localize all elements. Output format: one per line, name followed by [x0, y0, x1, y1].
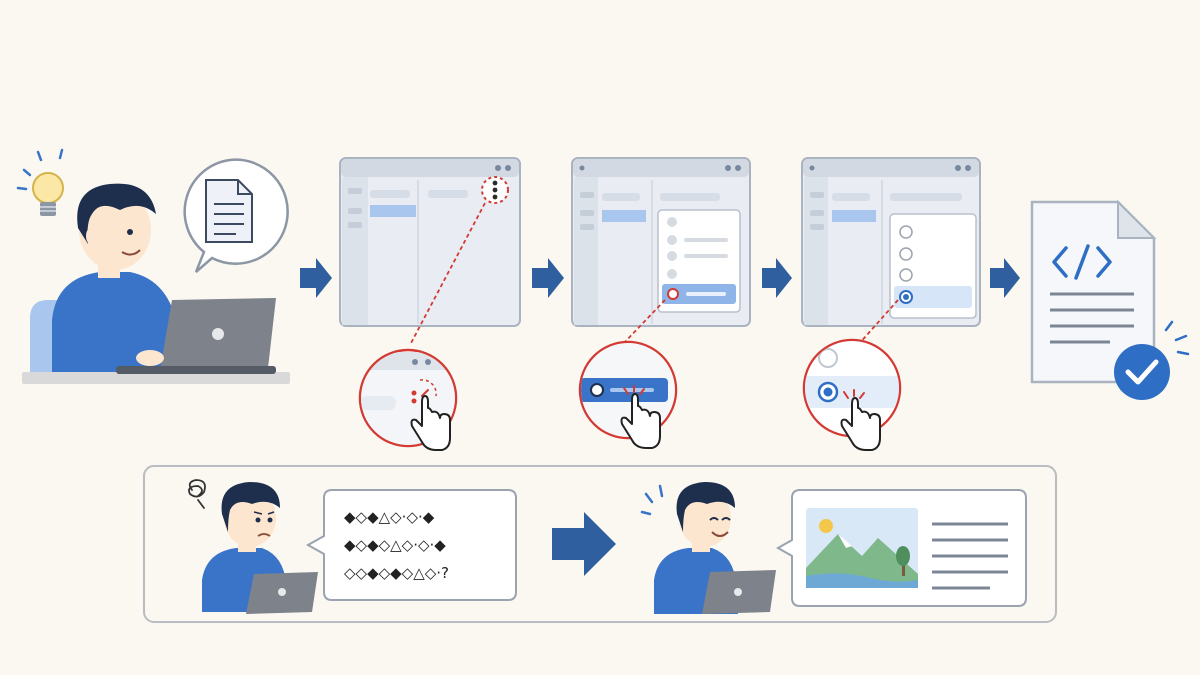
zoom-lens-2 — [578, 340, 678, 449]
happy-user — [640, 482, 776, 614]
garbled-speech-bubble: ◆◇◆△◇·◇·◆ ◆◇◆◇△◇·◇·◆ ◇◇◆◇◆◇△◇·? — [305, 489, 517, 601]
clear-speech-bubble — [775, 489, 1027, 607]
garbled-line-1: ◆◇◆△◇·◇·◆ — [344, 508, 435, 526]
hand-pointer-icon — [840, 397, 881, 451]
radio-option-3[interactable] — [899, 268, 913, 282]
laptop — [116, 298, 276, 374]
transform-arrow — [552, 512, 616, 576]
document-icon — [205, 179, 253, 243]
step-1-window — [339, 157, 521, 327]
flow-arrow-4 — [990, 258, 1020, 298]
thought-bubble — [183, 158, 289, 273]
radio-option-1[interactable] — [899, 225, 913, 239]
zoom-connector-3 — [857, 299, 899, 346]
hand-pointer-icon — [620, 393, 661, 449]
step-2-window — [571, 157, 751, 327]
radio-option-2[interactable] — [899, 247, 913, 261]
user-with-idea — [16, 148, 290, 384]
person-body — [52, 272, 180, 372]
check-circle-icon — [1114, 320, 1190, 400]
lightbulb-icon — [16, 148, 64, 216]
step-3-window — [801, 157, 981, 327]
scribble-icon — [188, 479, 206, 509]
flow-arrow-1 — [300, 258, 332, 298]
zoom-connector-2 — [621, 299, 666, 346]
hand-pointer-icon — [410, 395, 451, 451]
landscape-image-icon — [806, 508, 918, 588]
flow-arrow-3 — [762, 258, 792, 298]
options-panel — [889, 213, 977, 319]
zoom-lens-3 — [802, 338, 902, 451]
desk — [22, 372, 290, 384]
hair — [77, 183, 156, 244]
person-head — [79, 190, 151, 270]
zoom-lens-1 — [358, 348, 458, 451]
popup-menu — [657, 209, 741, 313]
garbled-line-2: ◆◇◆◇△◇·◇·◆ — [344, 536, 446, 554]
kebab-menu-icon[interactable] — [492, 180, 498, 200]
confused-user — [188, 479, 318, 614]
code-file-icon — [1030, 199, 1157, 384]
zoom-connector-1 — [409, 202, 486, 346]
garbled-line-3: ◇◇◆◇◆◇△◇·? — [344, 564, 449, 582]
flow-arrow-2 — [532, 258, 564, 298]
